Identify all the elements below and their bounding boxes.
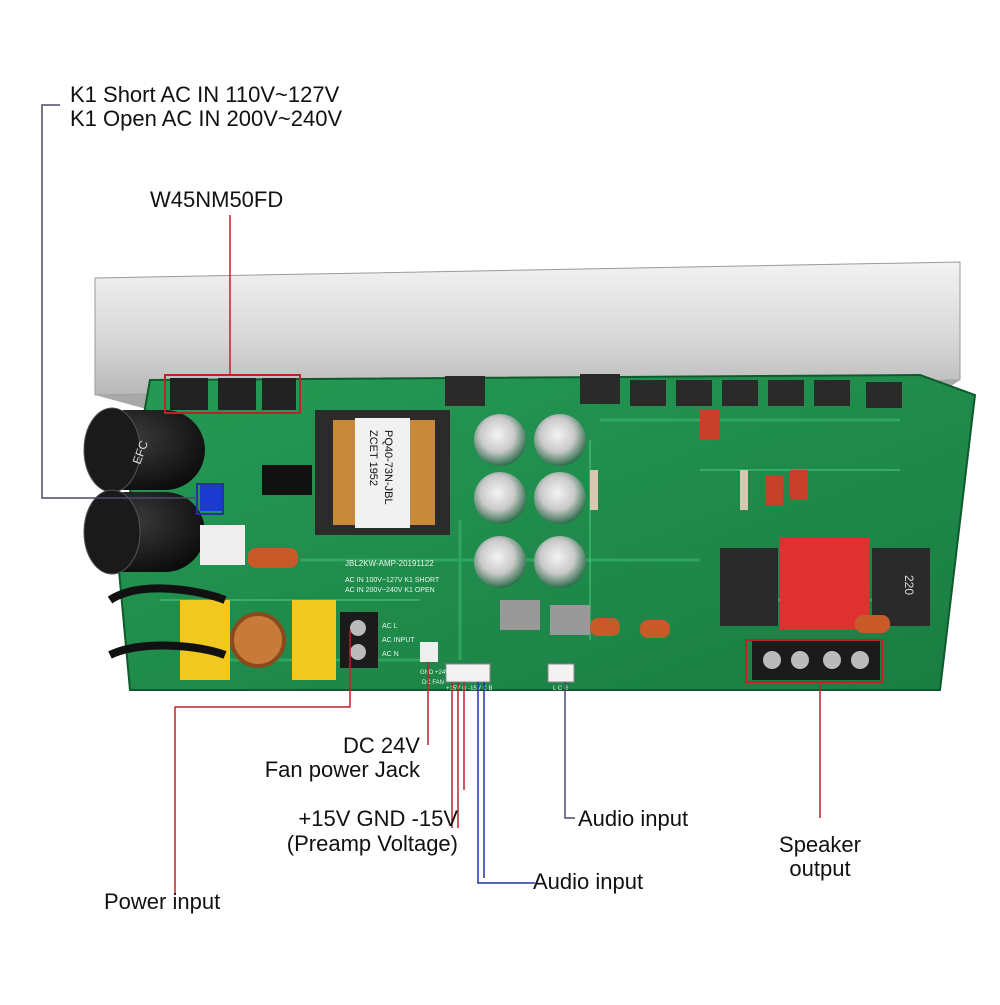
relays: 220 <box>720 538 930 630</box>
preamp-voltage-label: +15V GND -15V <box>298 806 458 831</box>
audio-connector-text: L C R <box>553 686 569 692</box>
pcb-silkscreen-1: AC IN 100V~127V K1 SHORT <box>345 577 440 584</box>
speaker-output-sub-label: output <box>789 856 851 881</box>
transformer-label-1: PQ40-73N-JBL <box>382 430 394 505</box>
terminal-label-input: AC INPUT <box>382 637 415 644</box>
k1-short-label: K1 Short AC IN 110V~127V <box>70 82 340 107</box>
electrolytic-capacitors <box>474 414 586 588</box>
filter-capacitors: EFC <box>83 407 205 575</box>
fan-power-jack-label: Fan power Jack <box>264 757 420 782</box>
fan-label-text: DC FAN <box>422 680 444 686</box>
transformer: PQ40-73N-JBL ZCET 1952 <box>315 410 450 535</box>
preamp-connector-text: +15V G -15V C B <box>446 686 493 692</box>
pcb-silkscreen-2: AC IN 200V~240V K1 OPEN <box>345 587 435 594</box>
fan-connector-text: GND +24V <box>420 670 449 676</box>
power-input-label: Power input <box>104 889 221 914</box>
power-transistors <box>170 374 902 410</box>
preamp-voltage-sub-label: (Preamp Voltage) <box>286 831 458 856</box>
misc-components: JBL2KW-AMP-20191122 AC IN 100V~127V K1 S… <box>200 410 890 692</box>
k1-open-label: K1 Open AC IN 200V~240V <box>70 106 343 131</box>
relay-label: 220 <box>902 575 916 595</box>
emi-filter <box>107 584 378 680</box>
callout-highlights <box>164 374 883 683</box>
terminal-label-l: AC L <box>382 623 398 630</box>
leader-lines <box>41 104 821 895</box>
transformer-label-2: ZCET 1952 <box>367 430 379 486</box>
mosfet-label: W45NM50FD <box>150 187 284 212</box>
pcb-model-text: JBL2KW-AMP-20191122 <box>345 559 434 568</box>
dc24v-label: DC 24V <box>342 733 420 758</box>
speaker-terminal-block <box>752 640 880 680</box>
terminal-label-n: AC N <box>382 651 399 658</box>
audio-input-label-bottom: Audio input <box>533 869 644 894</box>
audio-input-label-right: Audio input <box>578 806 689 831</box>
speaker-output-label: Speaker <box>779 832 861 857</box>
